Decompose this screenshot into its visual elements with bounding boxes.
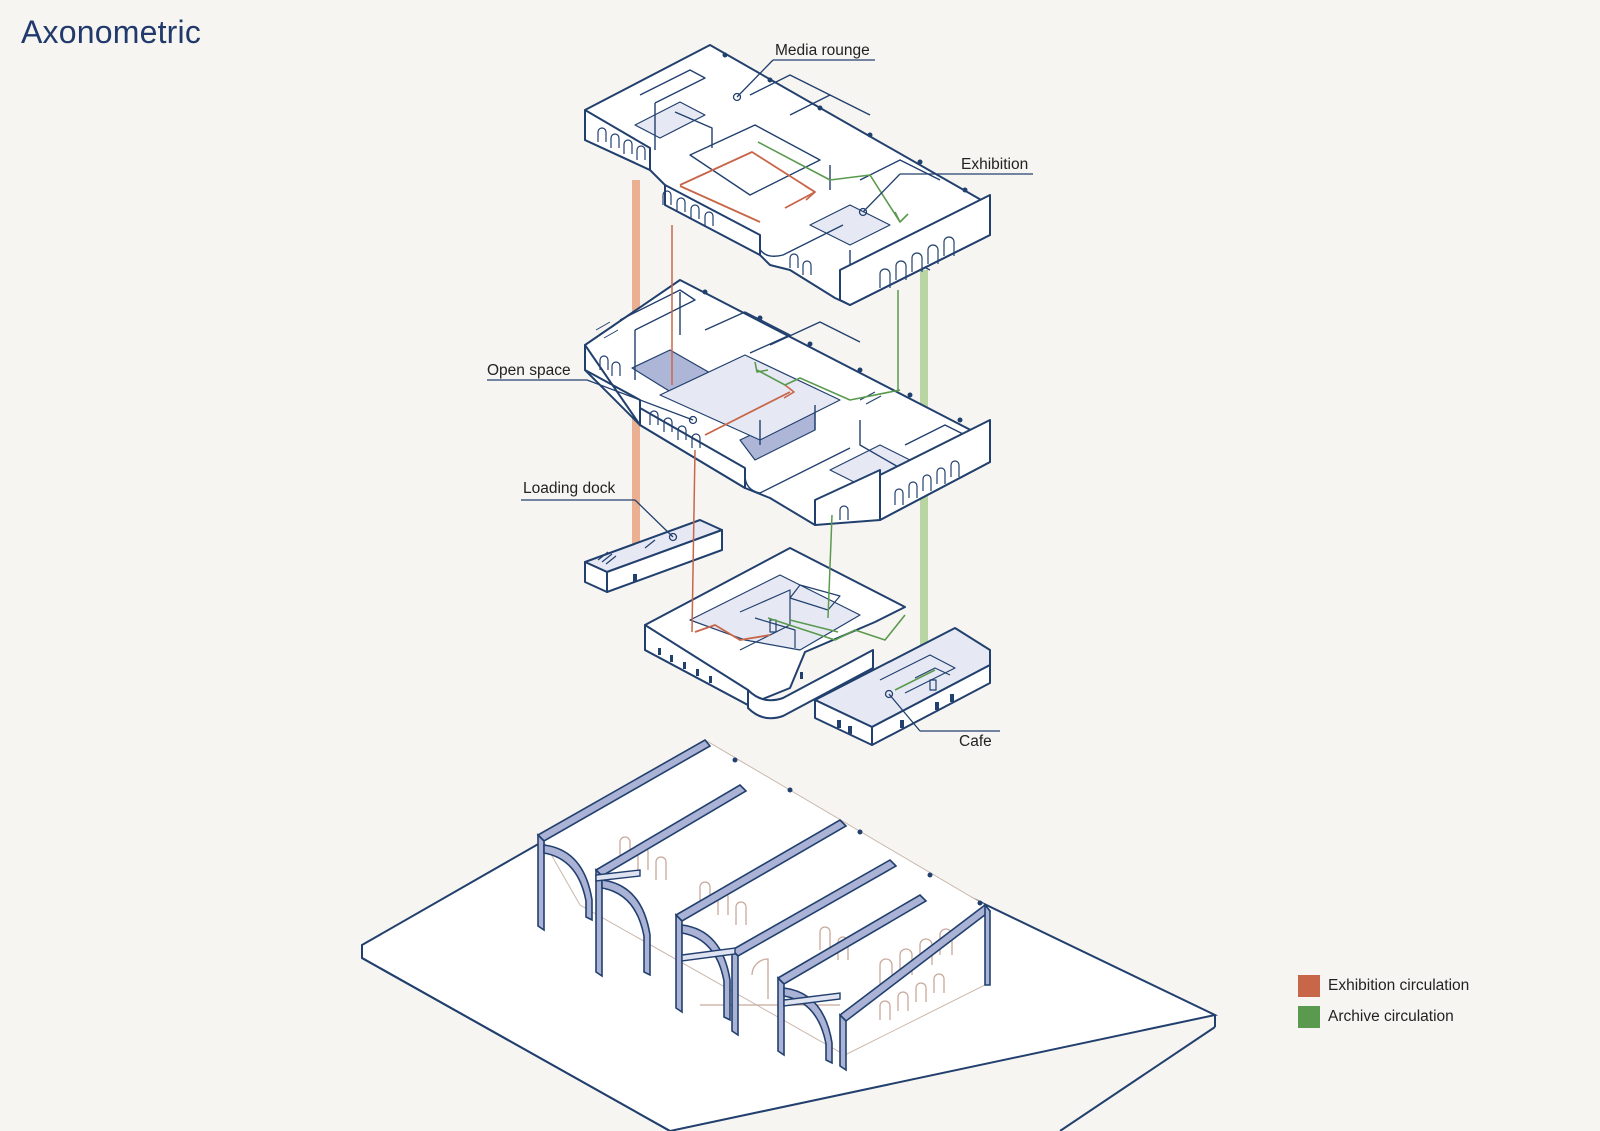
legend-swatch-archive: [1298, 1005, 1320, 1028]
loading-dock-block: [584, 519, 723, 593]
legend: Exhibition circulation Archive circulati…: [1298, 970, 1469, 1032]
label-leaders: [487, 59, 1033, 732]
label-cafe: Cafe: [959, 733, 992, 750]
top-floor: [584, 44, 991, 306]
label-open-space: Open space: [487, 362, 571, 379]
lower-level-block: [644, 547, 906, 720]
label-media-lounge: Media rounge: [775, 42, 870, 59]
page-title: Axonometric: [21, 14, 202, 50]
label-exhibition: Exhibition: [961, 156, 1028, 173]
legend-item-archive: Archive circulation: [1298, 1001, 1469, 1032]
ground-floor-shell: [536, 738, 992, 1072]
label-loading-dock: Loading dock: [523, 480, 615, 497]
legend-label-exhibition: Exhibition circulation: [1328, 976, 1470, 994]
legend-label-archive: Archive circulation: [1328, 1007, 1454, 1025]
connecting-circulation: [671, 225, 899, 633]
legend-swatch-exhibition: [1298, 974, 1320, 997]
middle-floor: [584, 279, 991, 526]
legend-item-exhibition: Exhibition circulation: [1298, 970, 1469, 1001]
cafe-block: [814, 627, 991, 746]
